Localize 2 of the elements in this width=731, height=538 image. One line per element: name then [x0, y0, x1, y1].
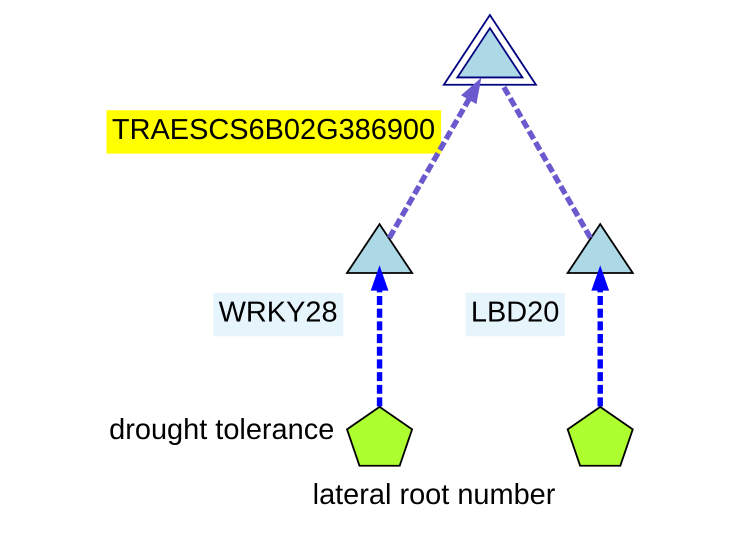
- node-label: drought tolerance: [108, 414, 334, 446]
- node-label: lateral root number: [312, 479, 555, 512]
